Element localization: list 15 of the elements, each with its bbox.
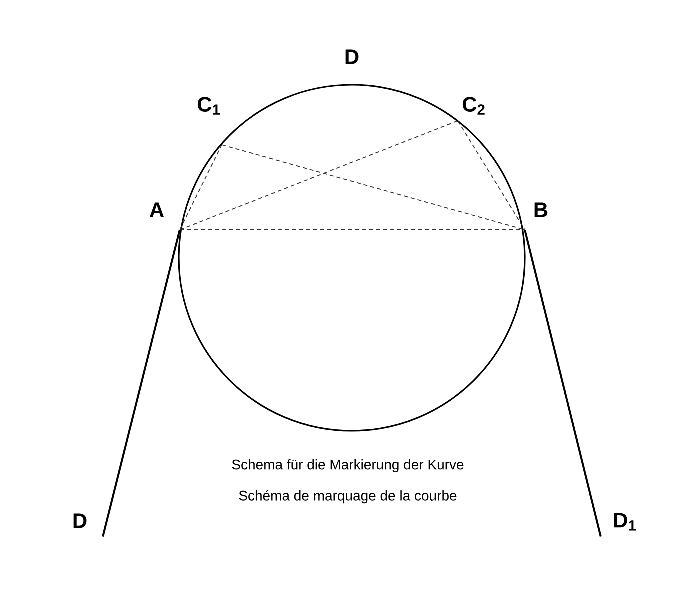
- line: [102, 230, 181, 538]
- caption-text: Schéma de marquage de la courbe: [239, 490, 457, 504]
- point-label: D$_{1}$: [614, 513, 636, 531]
- point-label: B: [534, 202, 548, 218]
- dashed-line: [180, 144, 222, 230]
- line: [524, 230, 602, 538]
- point-label: C$_{1}$: [198, 97, 220, 115]
- dashed-line: [222, 144, 526, 230]
- caption-text: Schema für die Markierung der Kurve: [232, 459, 464, 472]
- point-label: D: [74, 514, 87, 528]
- point-label: D: [346, 50, 359, 64]
- point-label: C$_{2}$: [462, 97, 485, 115]
- point-label: A: [150, 202, 164, 218]
- dashed-line: [180, 120, 458, 230]
- dashed-line: [458, 120, 526, 230]
